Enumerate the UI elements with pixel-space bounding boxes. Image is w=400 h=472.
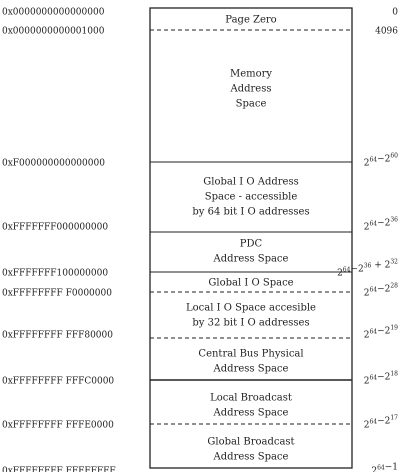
region-label: Address Space <box>213 364 289 375</box>
region-label: Address Space <box>213 452 289 463</box>
decimal-address-label: 264−228 <box>364 283 398 299</box>
decimal-address-label: 264−260 <box>364 153 398 169</box>
decimal-address-label: 264−236 + 232 <box>337 259 398 279</box>
region-label: Global Broadcast <box>207 437 294 448</box>
decimal-address-label: 264−219 <box>364 325 398 341</box>
decimal-address-label: 0 <box>392 8 398 18</box>
hex-address-label: 0xFFFFFFFF FFFC0000 <box>2 377 114 387</box>
hex-address-label: 0xFFFFFFFF FFFE0000 <box>2 421 114 431</box>
region-label: Address Space <box>213 408 289 419</box>
decimal-address-label: 264−218 <box>364 371 398 387</box>
region-label: Local Broadcast <box>210 393 292 404</box>
region-label: Memory <box>230 69 272 80</box>
region-label: Global I O Space <box>208 278 293 289</box>
hex-address-label: 0xFFFFFFFF FFF80000 <box>2 331 113 341</box>
region-label: Space <box>236 99 267 110</box>
region-label: Page Zero <box>225 15 276 26</box>
region-label: by 32 bit I O addresses <box>192 318 309 329</box>
hex-address-label: 0xFFFFFFFF F0000000 <box>2 289 112 299</box>
hex-address-label: 0xFFFFFFF100000000 <box>2 269 108 279</box>
region-label: PDC <box>240 239 263 250</box>
hex-address-label: 0xFFFFFFF000000000 <box>2 223 108 233</box>
region-label: Address Space <box>213 254 289 265</box>
region-label: Space - accessible <box>205 192 298 203</box>
region-label: Local I O Space accesible <box>186 303 316 314</box>
region-label: Global I O Address <box>203 177 298 188</box>
decimal-address-labels: 0 4096 264−260 264−236 264−236 + 232 264−228 2… <box>337 8 398 472</box>
decimal-address-label: 264−217 <box>364 415 398 431</box>
region-label: Central Bus Physical <box>198 349 303 360</box>
region-label: by 64 bit I O addresses <box>192 207 309 218</box>
region-label: Address <box>230 84 272 95</box>
hex-address-label: 0xF000000000000000 <box>2 159 105 169</box>
hex-address-label: 0x0000000000001000 <box>2 27 105 37</box>
memory-map-box <box>149 7 353 469</box>
hex-address-label: 0x0000000000000000 <box>2 8 105 18</box>
region-boundaries <box>149 7 353 469</box>
decimal-address-label: 4096 <box>375 27 398 37</box>
decimal-address-label: 264−236 <box>364 217 398 233</box>
hex-address-label: 0xFFFFFFFF FFFFFFFF <box>2 467 116 472</box>
decimal-address-label: 264−1 <box>371 463 398 472</box>
hex-address-labels: 0x0000000000000000 0x0000000000001000 0xF0… <box>2 8 116 472</box>
